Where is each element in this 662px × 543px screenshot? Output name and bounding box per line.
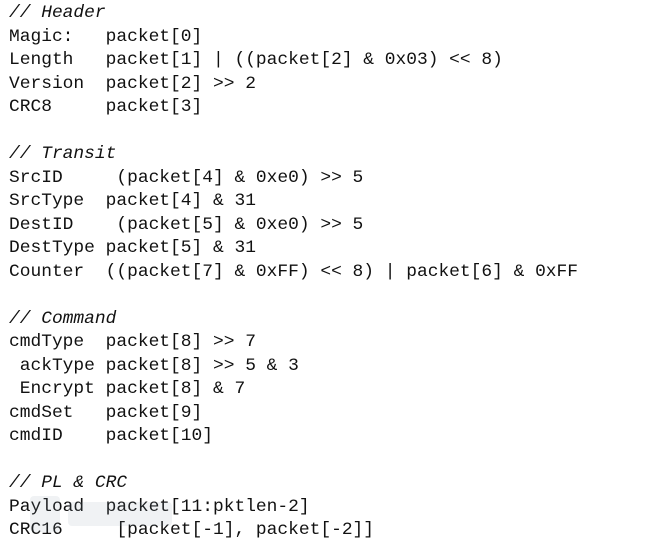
code-line-cmdtype: cmdType packet[8] >> 7: [9, 332, 256, 352]
code-line-length: Length packet[1] | ((packet[2] & 0x03) <…: [9, 50, 503, 70]
code-line-counter: Counter ((packet[7] & 0xFF) << 8) | pack…: [9, 261, 579, 282]
section-comment-header: // Header: [9, 3, 106, 23]
code-line-magic: Magic: packet[0]: [9, 26, 203, 47]
code-line-cmdid: cmdID packet[10]: [9, 426, 213, 446]
code-line-srctype: SrcType packet[4] & 31: [9, 191, 256, 211]
code-line-srcid: SrcID (packet[4] & 0xe0) >> 5: [9, 167, 364, 188]
code-line-crc8: CRC8 packet[3]: [9, 97, 203, 117]
code-line-cmdset: cmdSet packet[9]: [9, 402, 203, 423]
code-line-acktype: ackType packet[8] >> 5 & 3: [9, 355, 299, 376]
section-comment-command: // Command: [9, 308, 117, 329]
code-line-payload: Payload packet[11:pktlen-2]: [9, 496, 310, 517]
section-comment-transit: // Transit: [9, 144, 117, 164]
code-document: // Header Magic: packet[0] Length packet…: [9, 2, 659, 543]
code-line-crc16: CRC16 [packet[-1], packet[-2]]: [9, 520, 375, 540]
code-line-encrypt: Encrypt packet[8] & 7: [9, 379, 246, 399]
section-comment-pl-crc: // PL & CRC: [9, 473, 128, 493]
blank-line: [9, 120, 659, 144]
blank-line: [9, 284, 659, 308]
code-line-desttype: DestType packet[5] & 31: [9, 238, 256, 258]
code-line-version: Version packet[2] >> 2: [9, 73, 256, 94]
blank-line: [9, 449, 659, 473]
code-line-destid: DestID (packet[5] & 0xe0) >> 5: [9, 214, 364, 235]
